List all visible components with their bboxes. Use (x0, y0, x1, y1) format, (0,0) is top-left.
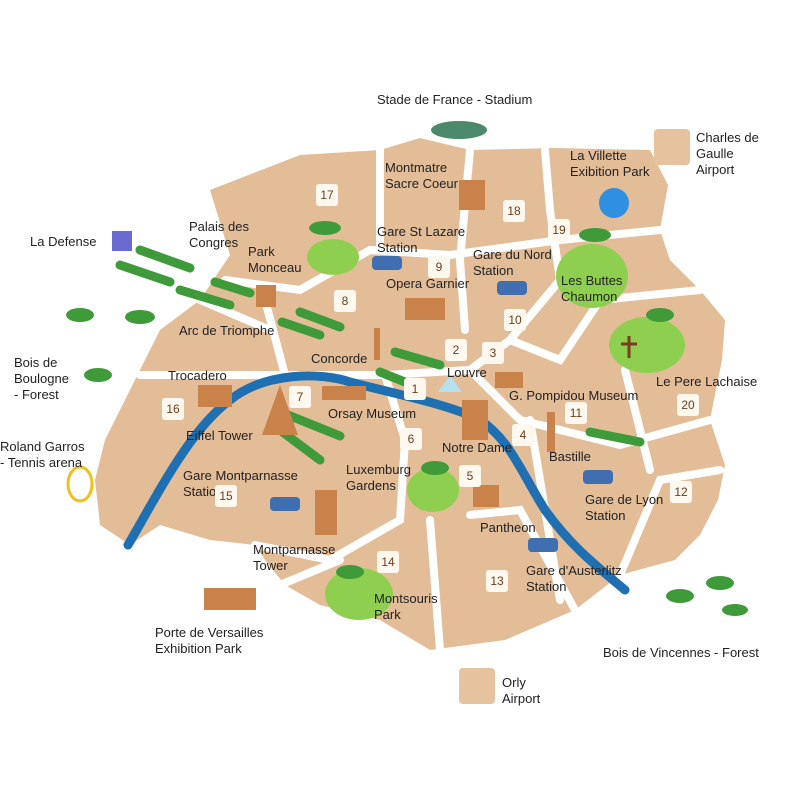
label-opera-garnier: Opera Garnier (386, 276, 470, 291)
label-pantheon: Pantheon (480, 520, 536, 535)
label-bois-de-vincennes: Bois de Vincennes - Forest (603, 645, 759, 660)
arrondissement-1: 1 (404, 378, 426, 400)
la-villette-geode (599, 188, 629, 218)
arrondissement-17: 17 (316, 184, 338, 206)
arrondissement-10: 10 (504, 309, 526, 331)
arrondissement-7: 7 (289, 386, 311, 408)
eiffel-tower-shape (262, 385, 298, 435)
sacre-coeur-building (459, 180, 485, 210)
tree-icons (66, 221, 748, 616)
orsay-building (322, 386, 366, 400)
label-luxemburg-gardens: Luxemburg Gardens (346, 462, 412, 493)
arrondissement-3: 3 (482, 342, 504, 364)
louvre-pyramid (438, 375, 462, 392)
arrondissement-20: 20 (677, 394, 699, 416)
opera-building (405, 298, 445, 320)
concorde-obelisk (374, 328, 380, 360)
train-icons (270, 256, 613, 552)
pantheon-building (473, 485, 499, 507)
label-charles-de-gaulle: Charles de Gaulle Airport (696, 130, 759, 177)
arrondissement-6: 6 (400, 428, 422, 450)
label-notre-dame: Notre Dame (442, 440, 513, 455)
la-defense-arch (112, 231, 132, 251)
arrondissement-9: 9 (428, 256, 450, 278)
label-gare-montparnasse: Gare Montparnasse Station (183, 468, 298, 499)
label-gare-de-lyon: Gare de Lyon Station (585, 492, 664, 523)
label-stade-de-france: Stade de France - Stadium (377, 92, 533, 107)
label-orly: Orly Airport (502, 675, 541, 706)
arrondissement-2: 2 (445, 339, 467, 361)
arrondissement-13: 13 (486, 570, 508, 592)
label-les-buttes-chaumon: Les Buttes Chaumon (561, 273, 623, 304)
montparnasse-tower-shape (315, 490, 337, 535)
cross-icon (621, 336, 637, 358)
label-la-villette: La Villette Exibition Park (570, 148, 650, 179)
label-trocadero: Trocadero (168, 368, 227, 383)
label-le-pere-lachaise: Le Pere Lachaise (656, 374, 758, 389)
luxemburg-lawn (407, 468, 459, 512)
label-gare-austerlitz: Gare d'Austerlitz Station (526, 563, 622, 594)
porte-versailles-building (204, 588, 256, 610)
arrondissement-16: 16 (162, 398, 184, 420)
label-la-defense: La Defense (30, 234, 97, 249)
park-monceau-lawn (307, 239, 359, 275)
label-park-monceau: Park Monceau (248, 244, 302, 275)
trocadero-building (198, 385, 232, 407)
label-eiffel-tower: Eiffel Tower (186, 428, 253, 443)
seine-river (123, 371, 630, 595)
arrondissement-19: 19 (548, 219, 570, 241)
arrondissement-5: 5 (459, 465, 481, 487)
label-concorde: Concorde (311, 351, 368, 366)
label-roland-garros: Roland Garros - Tennis arena (0, 439, 85, 470)
pere-lachaise-lawn (609, 317, 685, 373)
label-bois-de-boulogne: Bois de Boulogne - Forest (14, 355, 69, 402)
arrondissement-14: 14 (377, 551, 399, 573)
airplane-icon (654, 129, 690, 165)
arrondissement-15: 15 (215, 485, 237, 507)
arrondissement-11: 11 (565, 402, 587, 424)
label-bastille: Bastille (549, 449, 591, 464)
label-orsay-museum: Orsay Museum (328, 406, 417, 421)
tennis-racket-icon (66, 465, 94, 503)
label-pompidou: G. Pompidou Museum (509, 388, 639, 403)
arc-building (256, 285, 276, 307)
airplane-icon (459, 668, 495, 704)
bastille-column (547, 412, 555, 452)
label-louvre: Louvre (447, 365, 487, 380)
label-arc-de-triomphe: Arc de Triomphe (179, 323, 275, 338)
label-porte-de-versailles: Porte de Versailles Exhibition Park (155, 625, 264, 656)
label-gare-st-lazare: Gare St Lazare Station (377, 224, 466, 255)
arrondissement-4: 4 (512, 424, 534, 446)
montsouris-lawn (325, 568, 393, 620)
label-gare-du-nord: Gare du Nord Station (473, 247, 552, 278)
stade-de-france-shape (431, 121, 487, 139)
arrondissement-12: 12 (670, 481, 692, 503)
notre-dame-building (462, 400, 488, 440)
arrondissement-8: 8 (334, 290, 356, 312)
label-montparnasse-tower: Montparnasse Tower (253, 542, 336, 573)
label-montmartre: Montmatre Sacre Coeur (385, 160, 458, 191)
label-palais-des-congres: Palais des Congres (189, 219, 249, 250)
pompidou-building (495, 372, 523, 388)
label-montsouris-park: Montsouris Park (374, 591, 438, 622)
buttes-chaumon-lawn (556, 244, 628, 308)
arrondissement-18: 18 (503, 200, 525, 222)
